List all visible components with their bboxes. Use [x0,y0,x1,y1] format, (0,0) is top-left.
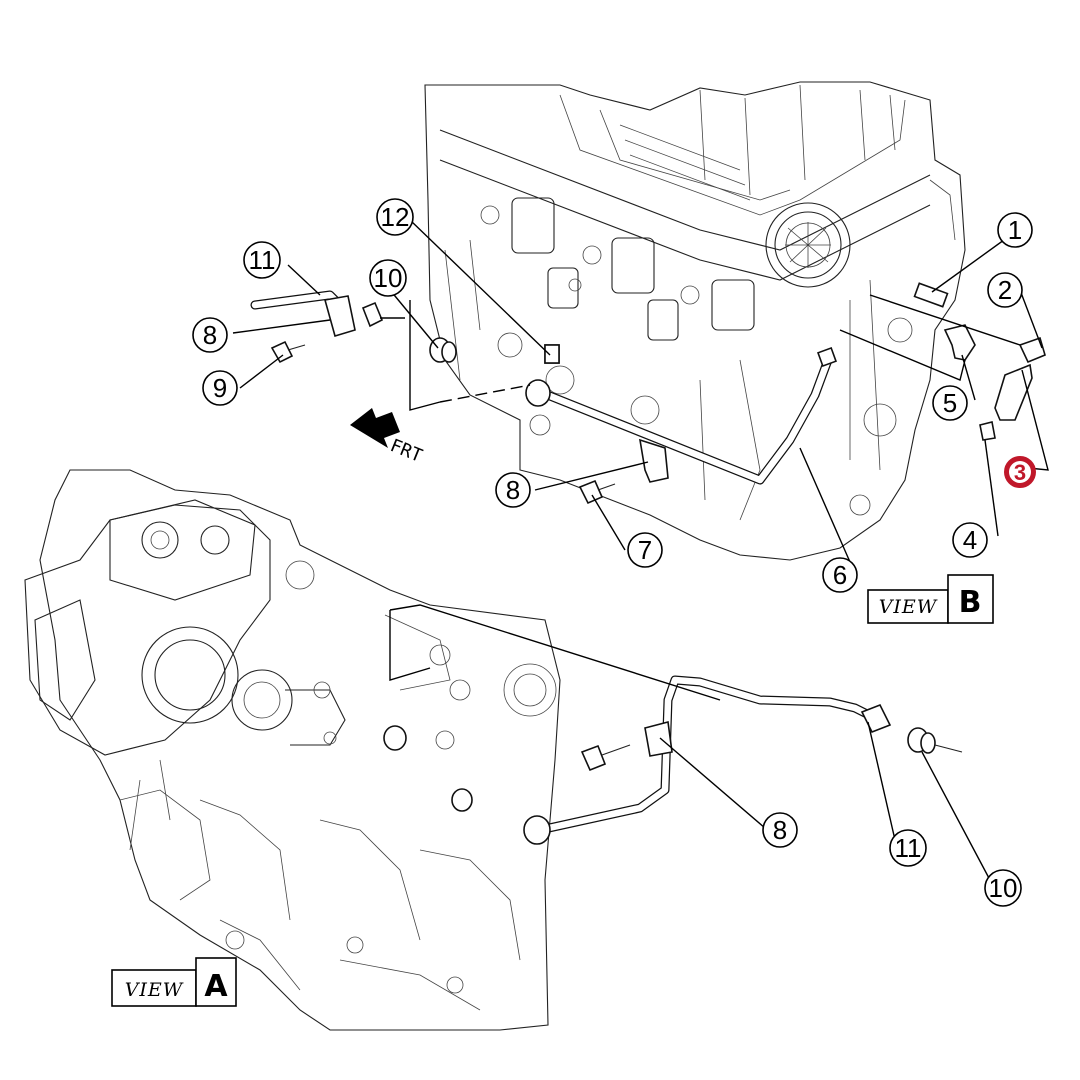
svg-text:10: 10 [989,873,1018,903]
front-arrow-icon [350,408,400,448]
callout-5: 5 [932,385,968,421]
svg-text:8: 8 [203,320,217,350]
svg-text:12: 12 [381,202,410,232]
svg-text:1: 1 [1008,215,1022,245]
air-line-tube-lower [535,675,880,835]
view-a-label: VIEW A [111,957,237,1007]
callout-11-top: 11 [243,241,281,279]
callout-10-top: 10 [369,259,407,297]
fittings-and-fasteners [270,282,1046,845]
callout-8-top: 8 [192,317,228,353]
callout-3-highlighted: 3 [1004,456,1036,488]
callout-10-bottom: 10 [984,869,1022,907]
svg-text:B: B [959,585,982,620]
callout-7: 7 [627,532,663,568]
svg-text:8: 8 [773,815,787,845]
svg-text:VIEW: VIEW [879,596,938,618]
callout-8-bottom: 8 [762,812,798,848]
svg-text:4: 4 [963,525,977,555]
svg-text:11: 11 [249,245,276,275]
svg-text:11: 11 [895,833,922,863]
callout-4: 4 [952,522,988,558]
front-direction-indicator: FRT [350,408,425,467]
callout-leaders [232,219,1049,881]
frt-label: FRT [387,435,425,467]
svg-text:7: 7 [638,535,652,565]
callout-2: 2 [987,272,1023,308]
callout-11-bottom: 11 [889,829,927,867]
svg-text:VIEW: VIEW [125,979,184,1001]
svg-text:8: 8 [506,475,520,505]
svg-text:10: 10 [374,263,403,293]
view-reference-lines [380,294,1021,701]
engine-block-lower [24,469,561,1031]
callout-9: 9 [202,370,238,406]
svg-text:6: 6 [833,560,847,590]
svg-text:5: 5 [943,388,957,418]
view-b-label: VIEW B [867,574,994,624]
svg-text:9: 9 [213,373,227,403]
svg-text:3: 3 [1014,460,1026,485]
callout-1: 1 [997,212,1033,248]
svg-text:A: A [204,969,228,1004]
callout-12: 12 [376,198,414,236]
svg-text:2: 2 [998,275,1012,305]
air-line-tube-upper [535,355,833,485]
callout-8-middle: 8 [495,472,531,508]
callout-6: 6 [822,557,858,593]
